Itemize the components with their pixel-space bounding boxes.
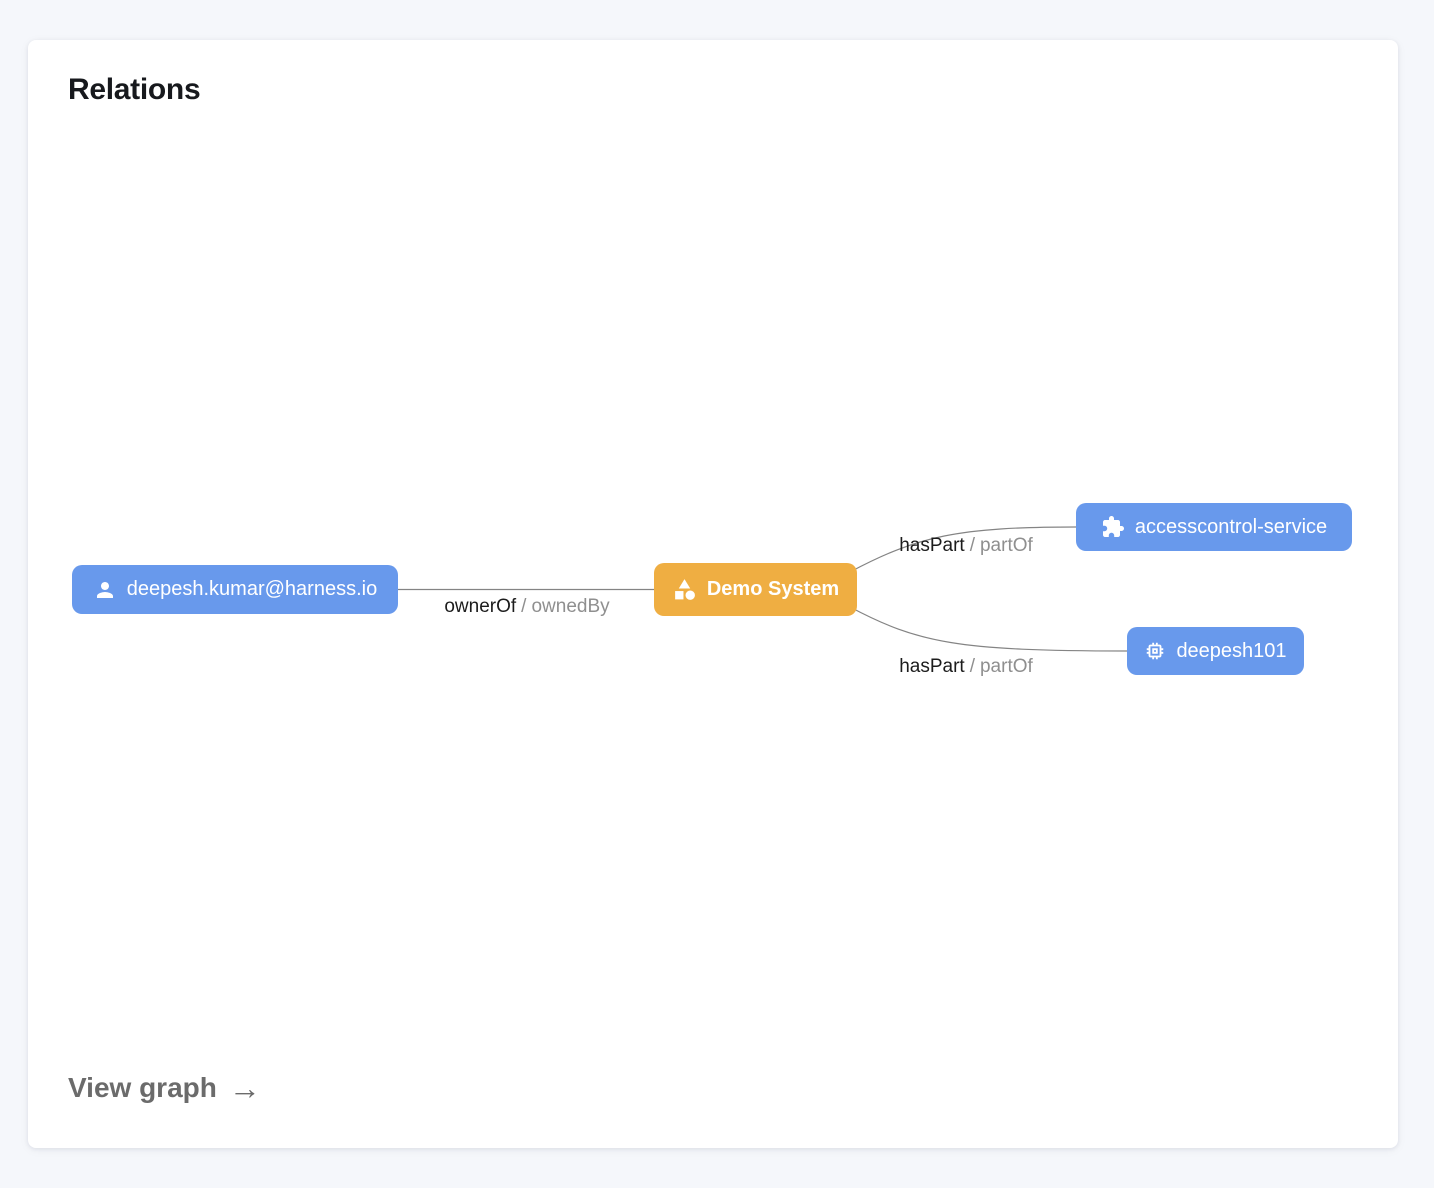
node-service[interactable]: accesscontrol-service <box>1076 503 1352 551</box>
extension-icon <box>1101 515 1125 539</box>
view-graph-link[interactable]: View graph → <box>68 1072 261 1104</box>
card-title: Relations <box>68 73 201 106</box>
node-label: deepesh.kumar@harness.io <box>126 578 378 600</box>
memory-icon <box>1144 640 1166 662</box>
node-label: deepesh101 <box>1176 639 1287 662</box>
node-label: accesscontrol-service <box>1134 515 1328 538</box>
relations-card: Relations deepesh.kumar@harness.io Demo … <box>28 40 1398 1148</box>
arrow-right-icon: → <box>228 1070 261 1106</box>
view-graph-label: View graph <box>68 1072 217 1103</box>
edge-haspart-bottom <box>849 606 1128 652</box>
edge-label-ownerof: ownerOf / ownedBy <box>444 596 610 617</box>
edge-label-haspart-bottom: hasPart / partOf <box>899 656 1033 677</box>
node-component[interactable]: deepesh101 <box>1127 627 1304 675</box>
node-system[interactable]: Demo System <box>654 563 857 616</box>
node-label: Demo System <box>706 578 840 600</box>
category-icon <box>672 577 697 602</box>
person-icon <box>93 578 117 602</box>
node-user[interactable]: deepesh.kumar@harness.io <box>72 565 398 614</box>
edge-label-haspart-top: hasPart / partOf <box>899 535 1033 556</box>
